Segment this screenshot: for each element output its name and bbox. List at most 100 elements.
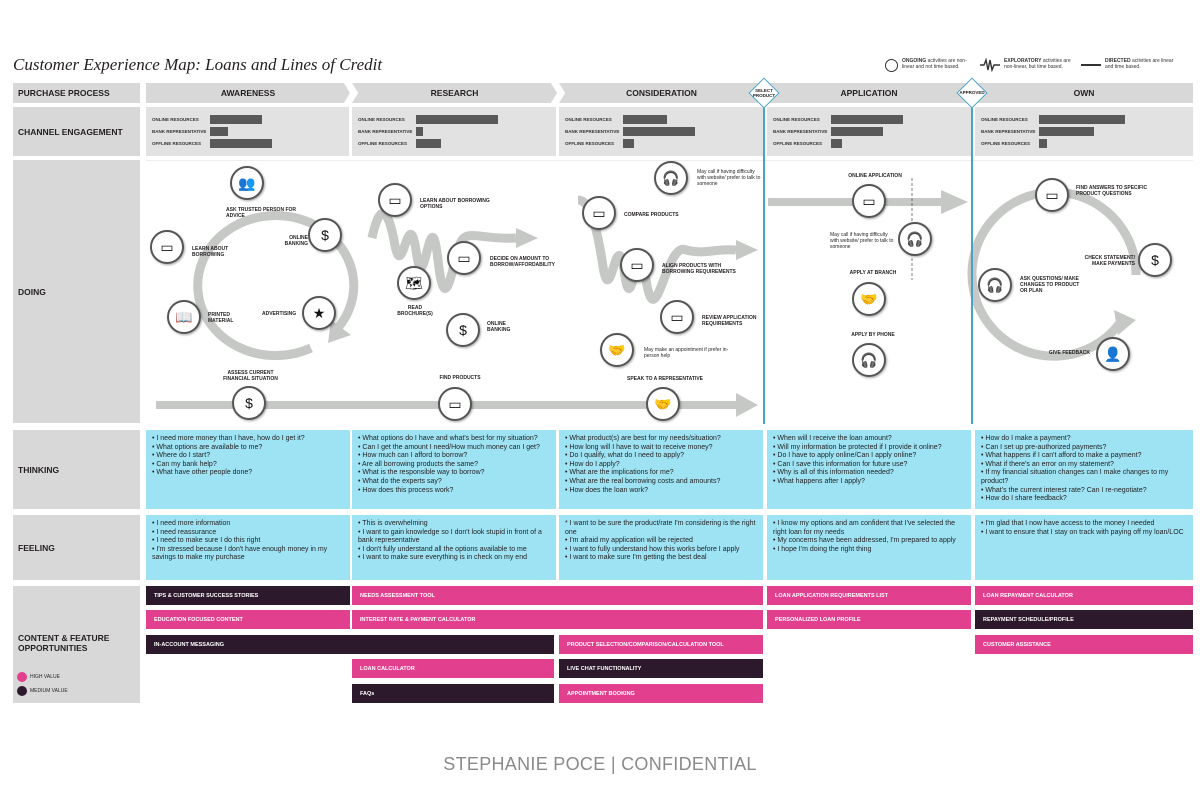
phase-research: RESEARCH: [352, 83, 557, 103]
feeling-item: • I want to make sure I'm getting the be…: [565, 554, 707, 562]
feeling-item: • I need to make sure I do this right: [152, 537, 261, 545]
thinking-awareness: • I need more money than I have, how do …: [146, 430, 350, 509]
channel-bar: [623, 115, 667, 124]
doing-check-statement: CHECK STATEMENT/ MAKE PAYMENTS: [1084, 255, 1135, 267]
feeling-item: • This is overwhelming: [358, 520, 428, 527]
legend-ongoing: ONGOING activities are non-linear and no…: [902, 58, 967, 70]
finance-icon: $: [232, 386, 266, 420]
feeling-item: • I want to gain knowledge so I don't lo…: [358, 528, 542, 545]
handshake-icon: 🤝: [852, 282, 886, 316]
doing-learn-options: LEARN ABOUT BORROWING OPTIONS: [420, 198, 490, 210]
thinking-item: • If my financial situation changes can …: [981, 469, 1169, 485]
doing-appointment: May make an appointment if prefer in-per…: [644, 347, 729, 359]
line-icon: [1081, 64, 1101, 66]
channel-research: ONLINE RESOURCES BANK REPRESENTATIVE OFF…: [352, 107, 556, 156]
phase-awareness: AWARENESS: [146, 83, 350, 103]
thinking-item: • Do I have to apply online/Can I apply …: [773, 452, 917, 460]
thinking-application: • When will I receive the loan amount?• …: [767, 430, 971, 509]
select-product-label: SELECT PRODUCT: [752, 88, 776, 98]
thinking-item: • What have other people done?: [152, 469, 253, 477]
channel-bar: [210, 127, 228, 136]
feeling-item: • I'm stressed because I don't have enou…: [152, 545, 328, 562]
row-label-content: CONTENT & FEATURE OPPORTUNITIES: [18, 633, 110, 653]
thinking-item: • What product(s) are best for my needs/…: [565, 435, 721, 442]
devices-icon: ▭: [1035, 178, 1069, 212]
row-label-doing: DOING: [13, 160, 140, 423]
feeling-item: • I need reassurance: [152, 528, 217, 536]
thinking-item: • Can I set up pre-authorized payments?: [981, 443, 1107, 451]
content-live-chat: LIVE CHAT FUNCTIONALITY: [559, 659, 763, 678]
legend-exploratory: EXPLORATORY activities are non-linear, b…: [1004, 58, 1071, 70]
channel-bar: [831, 139, 842, 148]
feeling-item: • I'm glad that I now have access to the…: [981, 520, 1155, 527]
row-label-channel: CHANNEL ENGAGEMENT: [13, 107, 140, 156]
channel-bar: [416, 115, 498, 124]
doing-advertising: ADVERTISING: [262, 311, 297, 317]
channel-bar: [1039, 127, 1094, 136]
headset-icon: 🎧: [654, 161, 688, 195]
online-banking-icon: $: [1138, 243, 1172, 277]
feeling-awareness: • I need more information• I need reassu…: [146, 515, 350, 580]
handshake-icon: 🤝: [600, 333, 634, 367]
online-banking-icon: $: [308, 218, 342, 252]
doing-feedback: GIVE FEEDBACK: [1048, 350, 1090, 356]
thinking-item: • Why is all of this information needed?: [773, 469, 894, 477]
high-value-dot: [17, 672, 27, 682]
thinking-item: • Will my information be protected if I …: [773, 443, 942, 451]
doing-call-consideration: May call if having difficulty with websi…: [697, 169, 761, 187]
content-appointment-booking: APPOINTMENT BOOKING: [559, 684, 763, 703]
devices-icon: ▭: [852, 184, 886, 218]
thinking-research: • What options do I have and what's best…: [352, 430, 556, 509]
channel-bar: [416, 127, 423, 136]
devices-icon: ▭: [582, 196, 616, 230]
thinking-item: • How do I apply?: [565, 460, 620, 468]
row-label-purchase: PURCHASE PROCESS: [13, 83, 140, 103]
doing-online-banking: ONLINE BANKING: [284, 235, 308, 247]
people-icon: 👥: [230, 166, 264, 200]
devices-icon: ▭: [447, 241, 481, 275]
advertising-icon: ★: [302, 296, 336, 330]
doing-ask-trusted: ASK TRUSTED PERSON FOR ADVICE: [226, 207, 297, 219]
thinking-item: • What are the implications for me?: [565, 469, 674, 477]
select-product-line: [763, 96, 765, 424]
approved-label: APPROVED: [959, 90, 985, 95]
thinking-item: • Do I qualify, what do I need to apply?: [565, 452, 685, 460]
feeling-item: • I want to ensure that I stay on track …: [981, 528, 1184, 536]
channel-bar: [210, 115, 262, 124]
phase-application: APPLICATION: [767, 83, 971, 103]
devices-icon: ▭: [660, 300, 694, 334]
doing-branch: APPLY AT BRANCH: [849, 270, 897, 276]
doing-find-answers: FIND ANSWERS TO SPECIFIC PRODUCT QUESTIO…: [1076, 185, 1148, 197]
content-tips: TIPS & CUSTOMER SUCCESS STORIES: [146, 586, 350, 605]
content-customer-assistance: CUSTOMER ASSISTANCE: [975, 635, 1193, 654]
channel-bar: [623, 139, 634, 148]
feeling-item: • I don't fully understand all the optio…: [358, 545, 527, 553]
feeling-research: • This is overwhelming• I want to gain k…: [352, 515, 556, 580]
thinking-item: • What options are available to me?: [152, 443, 263, 451]
channel-awareness: ONLINE RESOURCES BANK REPRESENTATIVE OFF…: [146, 107, 349, 156]
content-label-box: CONTENT & FEATURE OPPORTUNITIES HIGH VAL…: [13, 586, 140, 703]
feeling-consideration: * I want to be sure the product/rate I'm…: [559, 515, 763, 580]
feeling-own: • I'm glad that I now have access to the…: [975, 515, 1193, 580]
doing-learn-borrowing: LEARN ABOUT BORROWING: [192, 246, 229, 258]
legend: ONGOING activities are non-linear and no…: [885, 58, 1195, 76]
doing-call-application: May call if having difficulty with websi…: [830, 232, 894, 250]
thinking-item: • What options do I have and what's best…: [358, 435, 538, 442]
content-interest-calculator: INTEREST RATE & PAYMENT CALCULATOR: [352, 610, 763, 629]
feeling-item: • I want to fully understand how this wo…: [565, 545, 740, 553]
devices-icon: ▭: [620, 248, 654, 282]
channel-bar: [831, 115, 903, 124]
feeling-application: • I know my options and am confident tha…: [767, 515, 971, 580]
row-label-feeling: FEELING: [13, 515, 140, 580]
channel-bar: [831, 127, 883, 136]
channel-bar: [1039, 139, 1047, 148]
feeling-item: • I want to make sure everything is in c…: [358, 554, 527, 562]
thinking-item: • What are the real borrowing costs and …: [565, 477, 721, 485]
high-value-label: HIGH VALUE: [30, 674, 60, 680]
headset-icon: 🎧: [898, 222, 932, 256]
doing-printed: PRINTED MATERIAL: [208, 312, 234, 324]
thinking-item: • Are all borrowing products the same?: [358, 460, 478, 468]
thinking-item: • What if there's an error on my stateme…: [981, 460, 1114, 468]
content-repayment-calculator: LOAN REPAYMENT CALCULATOR: [975, 586, 1193, 605]
thinking-item: • What is the responsible way to borrow?: [358, 469, 485, 477]
